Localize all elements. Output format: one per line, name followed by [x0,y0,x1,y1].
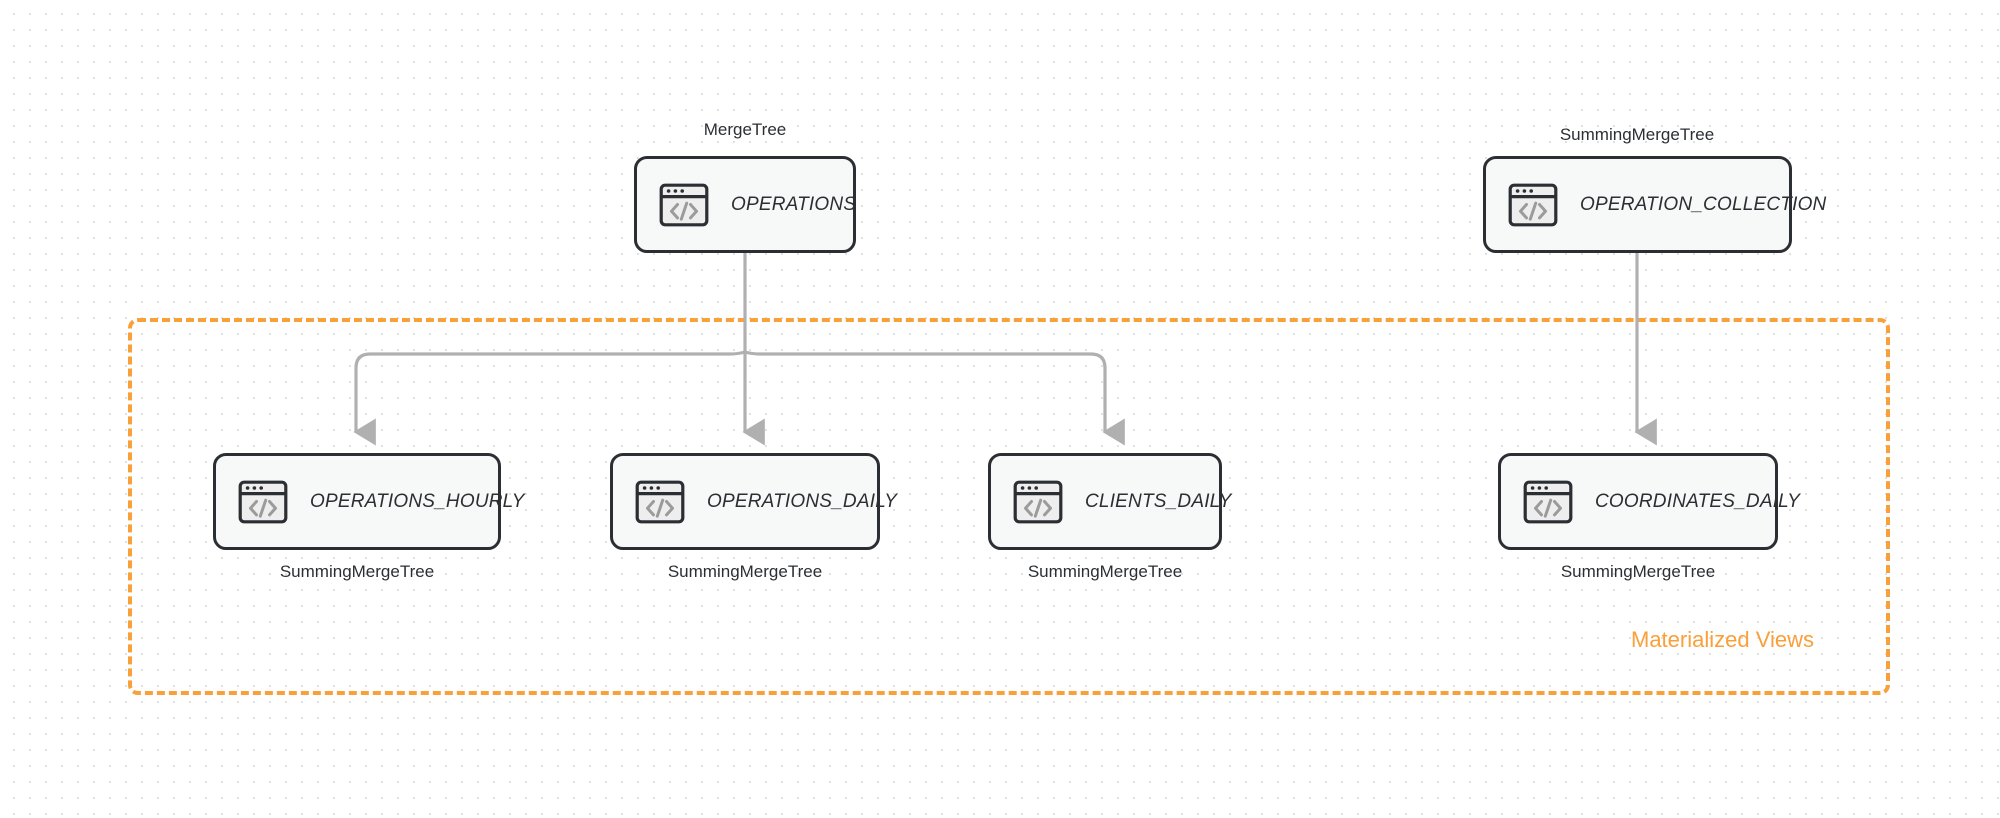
code-window-icon [1523,480,1573,523]
node-operations-hourly[interactable]: OPERATIONS_HOURLY [213,453,524,550]
caption-operations-daily-engine: SummingMergeTree [667,562,823,581]
materialized-views-group [128,318,1890,695]
node-operation-collection[interactable]: OPERATION_COLLECTION [1483,156,1826,253]
caption-operation-collection-engine: SummingMergeTree [1559,125,1715,144]
node-operation-collection-label: OPERATION_COLLECTION [1580,193,1827,215]
caption-operations-hourly-engine: SummingMergeTree [279,562,435,581]
caption-operations-engine: MergeTree [703,120,787,139]
caption-coordinates-daily-engine: SummingMergeTree [1560,562,1716,581]
materialized-views-label: Materialized Views [1631,627,1815,652]
node-coordinates-daily[interactable]: COORDINATES_DAILY [1498,453,1800,550]
code-window-icon [659,183,709,226]
node-operations-label: OPERATIONS [731,193,857,215]
node-operations[interactable]: OPERATIONS [634,156,856,253]
code-window-icon [635,480,685,523]
node-operations-hourly-label: OPERATIONS_HOURLY [310,490,525,512]
node-operations-daily[interactable]: OPERATIONS_DAILY [610,453,897,550]
node-operations-daily-label: OPERATIONS_DAILY [707,490,898,512]
node-coordinates-daily-label: COORDINATES_DAILY [1595,490,1801,512]
node-clients-daily-label: CLIENTS_DAILY [1085,490,1232,512]
code-window-icon [1508,183,1558,226]
code-window-icon [238,480,288,523]
node-clients-daily[interactable]: CLIENTS_DAILY [988,453,1231,550]
caption-clients-daily-engine: SummingMergeTree [1027,562,1183,581]
code-window-icon [1013,480,1063,523]
